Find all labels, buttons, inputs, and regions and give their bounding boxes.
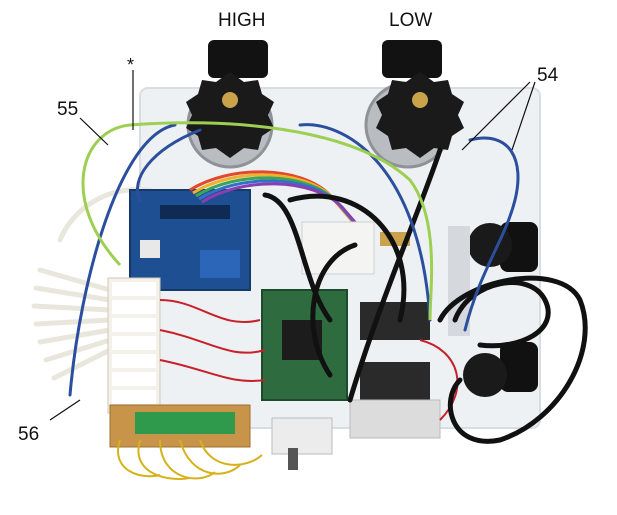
label-high: HIGH xyxy=(218,10,266,31)
black-tubes xyxy=(262,147,588,444)
label-low: LOW xyxy=(389,10,433,31)
regulator-high xyxy=(186,40,274,169)
regulator-low xyxy=(364,40,464,169)
main-pcb-green xyxy=(261,289,348,401)
yellow-wires xyxy=(117,439,263,480)
label-asterisk: * xyxy=(127,55,135,75)
relay-module xyxy=(107,277,161,414)
manifold-block xyxy=(301,221,375,275)
label-ref-56: 56 xyxy=(18,424,40,445)
right-gauges xyxy=(448,222,538,397)
leader-lines xyxy=(49,70,536,421)
blue-tubes xyxy=(68,123,520,397)
label-ref-55: 55 xyxy=(57,99,79,120)
control-pcb-blue xyxy=(129,189,251,291)
label-ref-54: 54 xyxy=(537,65,559,86)
ground-wire xyxy=(81,121,434,321)
